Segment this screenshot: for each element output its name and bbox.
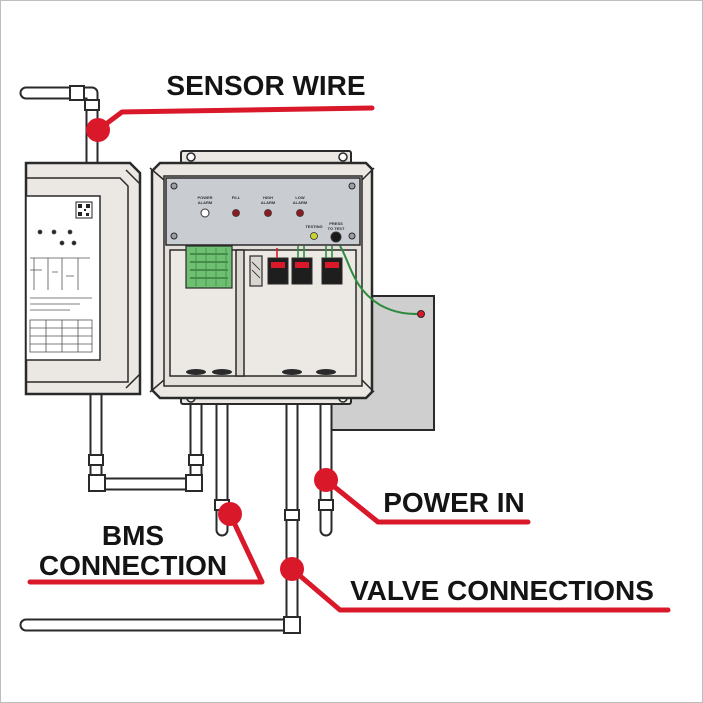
mount-screw: [338, 152, 348, 162]
label-power-alarm-1: POWER: [197, 195, 212, 200]
label-fill: FILL: [232, 195, 241, 200]
valve-connections-label: VALVE CONNECTIONS: [350, 575, 654, 606]
qr-code: [75, 201, 93, 219]
wiring-label-sheet: [25, 195, 101, 361]
left-enclosure-door: [24, 161, 142, 396]
callout-valve-connections: VALVE CONNECTIONS: [280, 557, 671, 613]
high-alarm-indicator-icon: [264, 209, 272, 217]
conduit-fittings: [69, 85, 334, 634]
label-high-alarm-2: ALARM: [261, 200, 276, 205]
power-alarm-indicator-icon: [200, 208, 210, 218]
callout-power-in: POWER IN: [314, 468, 531, 525]
callout-sensor-wire: SENSOR WIRE: [86, 70, 375, 142]
indicator-panel: POWER ALARM FILL HIGH ALARM LOW ALARM TE…: [165, 177, 361, 246]
terminal-board: [185, 245, 233, 289]
bms-label-line2: CONNECTION: [39, 550, 227, 581]
fill-indicator-icon: [232, 209, 240, 217]
label-testing: TESTING: [305, 224, 322, 229]
label-low-alarm-1: LOW: [295, 195, 305, 200]
bms-label-line1: BMS: [102, 520, 164, 551]
label-press-to-test-2: TO TEST: [328, 226, 345, 231]
low-alarm-indicator-icon: [296, 209, 304, 217]
ground-wire: [339, 245, 425, 318]
label-low-alarm-2: ALARM: [293, 200, 308, 205]
callout-bms-connection: BMS CONNECTION: [27, 502, 265, 585]
testing-indicator-icon: [310, 232, 318, 240]
label-power-alarm-2: ALARM: [198, 200, 213, 205]
power-in-label: POWER IN: [383, 487, 525, 518]
label-high-alarm-1: HIGH: [263, 195, 273, 200]
sensor-wire-label: SENSOR WIRE: [166, 70, 365, 101]
relay-modules: [249, 246, 343, 287]
wiring-schematic: [29, 229, 93, 353]
test-button[interactable]: [330, 231, 342, 243]
label-press-to-test-1: PRESS: [329, 221, 343, 226]
mount-screw: [186, 152, 196, 162]
